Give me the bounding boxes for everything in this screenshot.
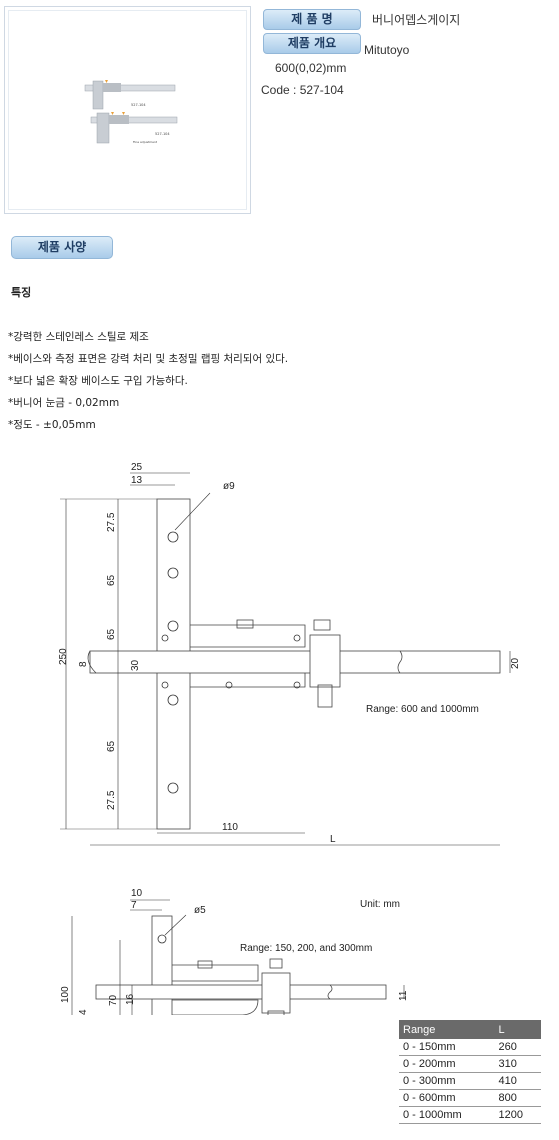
dim-100: 100 <box>60 986 71 1003</box>
product-name-label: 제 품 명 <box>263 9 361 30</box>
dim-110: 110 <box>222 822 238 833</box>
table-header: Range <box>399 1020 495 1039</box>
drawing-1: 25 13 ø9 27.5 65 65 30 65 27.5 250 8 20 … <box>58 462 521 846</box>
dim-4: 4 <box>78 1009 89 1015</box>
table-row: 0 - 1000mm 1200 <box>399 1106 541 1124</box>
table-row: 0 - 150mm 260 <box>399 1039 541 1056</box>
dim-250: 250 <box>58 648 69 665</box>
table-cell: 0 - 600mm <box>399 1089 495 1107</box>
thumb-label-1: 527-104 <box>131 103 146 107</box>
table-cell: 310 <box>494 1055 541 1073</box>
feature-item: *강력한 스테인레스 스틸로 제조 <box>8 331 149 343</box>
dim-8: 8 <box>78 661 89 667</box>
product-overview-label: 제품 개요 <box>263 33 361 54</box>
dim-10: 10 <box>131 888 143 899</box>
table-cell: 0 - 150mm <box>399 1039 495 1056</box>
table-cell: 800 <box>494 1089 541 1107</box>
table-row: 0 - 300mm 410 <box>399 1072 541 1090</box>
dim-70-v: 70 <box>108 994 119 1006</box>
range-note-1: Range: 600 and 1000mm <box>366 704 479 715</box>
table-row: 0 - 600mm 800 <box>399 1089 541 1107</box>
product-thumbnail: 527-104 527-104 Fine adjustment <box>84 80 178 144</box>
dim-hole-5: ø5 <box>194 905 206 916</box>
features-title: 특징 <box>11 286 32 299</box>
product-overview-value: Mitutoyo <box>364 43 410 57</box>
table-cell: 1200 <box>494 1106 541 1124</box>
dim-65-a: 65 <box>106 574 117 586</box>
product-size: 600(0,02)mm <box>275 61 347 75</box>
thumb-label-2: 527-104 <box>155 132 170 136</box>
drawing-2: 10 7 ø5 100 70 16 4 11 70 L Unit: mm Ran… <box>60 888 409 1015</box>
dim-65-b: 65 <box>106 628 117 640</box>
dim-L-1: L <box>330 834 336 845</box>
thumb-label-3: Fine adjustment <box>133 140 158 144</box>
dim-25: 25 <box>131 462 143 473</box>
product-code: Code : 527-104 <box>261 83 344 97</box>
table-cell: 410 <box>494 1072 541 1090</box>
dim-27-5-top: 27.5 <box>106 512 117 532</box>
dim-16: 16 <box>125 993 136 1005</box>
table-row: 0 - 200mm 310 <box>399 1055 541 1073</box>
dim-20: 20 <box>510 657 521 669</box>
unit-label: Unit: mm <box>360 899 400 910</box>
dim-30: 30 <box>130 659 141 671</box>
dim-7: 7 <box>131 900 137 911</box>
feature-item: *보다 넓은 확장 베이스도 구입 가능하다. <box>8 375 188 387</box>
dim-13: 13 <box>131 475 143 486</box>
feature-item: *버니어 눈금 - 0,02mm <box>8 397 120 409</box>
table-cell: 0 - 1000mm <box>399 1106 495 1124</box>
table-cell: 260 <box>494 1039 541 1056</box>
dim-65-c: 65 <box>106 740 117 752</box>
feature-item: *정도 - ±0,05mm <box>8 419 96 431</box>
technical-drawing: 25 13 ø9 27.5 65 65 30 65 27.5 250 8 20 … <box>58 462 521 1015</box>
table-header: L <box>494 1020 541 1039</box>
dim-11: 11 <box>398 990 409 1001</box>
table-header-row: Range L <box>399 1020 541 1039</box>
table-cell: 0 - 200mm <box>399 1055 495 1073</box>
spec-title: 제품 사양 <box>11 236 113 259</box>
product-name-value: 버니어뎁스게이지 <box>372 13 461 27</box>
product-image-frame: 527-104 527-104 Fine adjustment <box>4 6 251 214</box>
table-cell: 0 - 300mm <box>399 1072 495 1090</box>
range-table: Range L 0 - 150mm 260 0 - 200mm 310 0 - … <box>399 1020 541 1124</box>
range-note-2: Range: 150, 200, and 300mm <box>240 943 372 954</box>
dim-hole-9: ø9 <box>223 481 235 492</box>
feature-item: *베이스와 측정 표면은 강력 처리 및 초정밀 랩핑 처리되어 있다. <box>8 353 289 365</box>
dim-27-5-bottom: 27.5 <box>106 790 117 810</box>
